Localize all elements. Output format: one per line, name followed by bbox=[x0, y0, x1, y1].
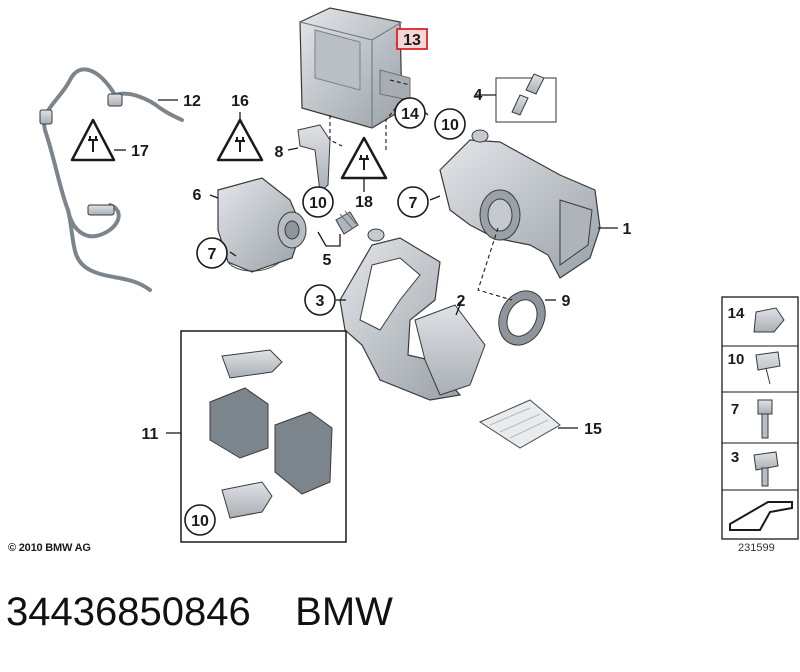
label-13: 13 bbox=[403, 32, 421, 49]
hardware-label-10: 10 bbox=[728, 351, 745, 368]
label-2: 2 bbox=[457, 293, 466, 310]
warning-triangle-17 bbox=[70, 118, 116, 162]
label-14: 14 bbox=[401, 106, 419, 123]
sensor-connector bbox=[39, 93, 123, 216]
hardware-panel bbox=[721, 296, 799, 540]
label-4: 4 bbox=[474, 87, 483, 104]
label-9: 9 bbox=[562, 293, 571, 310]
label-5: 5 bbox=[323, 252, 332, 269]
brand-name: BMW bbox=[295, 590, 393, 634]
label-6: 6 bbox=[193, 187, 202, 204]
actuator-motor bbox=[217, 177, 307, 273]
leader-lines bbox=[114, 39, 618, 434]
dust-cloth bbox=[478, 399, 561, 449]
diagram-reference-number: 231599 bbox=[738, 542, 775, 554]
spring bbox=[335, 210, 385, 242]
brake-parts-diagram: 13 12 17 16 8 6 14 10 4 18 7 10 5 7 1 3 … bbox=[39, 7, 799, 543]
hardware-labels: 14 10 7 3 bbox=[728, 305, 745, 466]
hardware-label-14: 14 bbox=[728, 305, 745, 322]
bleed-valve bbox=[495, 73, 557, 123]
callout-labels: 13 12 17 16 8 6 14 10 4 18 7 10 5 7 1 3 … bbox=[131, 32, 631, 530]
part-info: 34436850846 BMW bbox=[6, 588, 393, 636]
label-18: 18 bbox=[355, 194, 373, 211]
label-10-caliper: 10 bbox=[441, 117, 459, 134]
caliper-carrier bbox=[339, 237, 462, 401]
warning-triangle-16 bbox=[216, 118, 264, 162]
label-8: 8 bbox=[275, 144, 284, 161]
callout-circles bbox=[184, 97, 466, 536]
label-7-caliper: 7 bbox=[409, 195, 418, 212]
copyright-text: © 2010 BMW AG bbox=[8, 542, 91, 554]
bracket bbox=[297, 124, 331, 194]
seal-ring bbox=[498, 290, 546, 346]
label-16: 16 bbox=[231, 93, 249, 110]
label-17: 17 bbox=[131, 143, 149, 160]
label-10-spring: 10 bbox=[309, 195, 327, 212]
brake-caliper bbox=[439, 129, 601, 279]
hardware-label-3: 3 bbox=[731, 449, 739, 466]
label-15: 15 bbox=[584, 421, 602, 438]
hardware-label-7: 7 bbox=[731, 401, 739, 418]
label-7-motor: 7 bbox=[208, 246, 217, 263]
guide-housing bbox=[414, 304, 486, 396]
dashed-guide-lines bbox=[329, 79, 513, 301]
part-number: 34436850846 bbox=[6, 590, 251, 634]
warning-triangle-18 bbox=[340, 136, 388, 180]
highlight-box-13 bbox=[396, 28, 428, 50]
control-unit bbox=[299, 7, 411, 129]
wear-sensor-wire bbox=[42, 67, 184, 292]
label-3: 3 bbox=[316, 293, 325, 310]
label-12: 12 bbox=[183, 93, 201, 110]
label-11: 11 bbox=[142, 426, 159, 443]
label-1: 1 bbox=[623, 221, 632, 238]
label-10-pads: 10 bbox=[191, 513, 209, 530]
